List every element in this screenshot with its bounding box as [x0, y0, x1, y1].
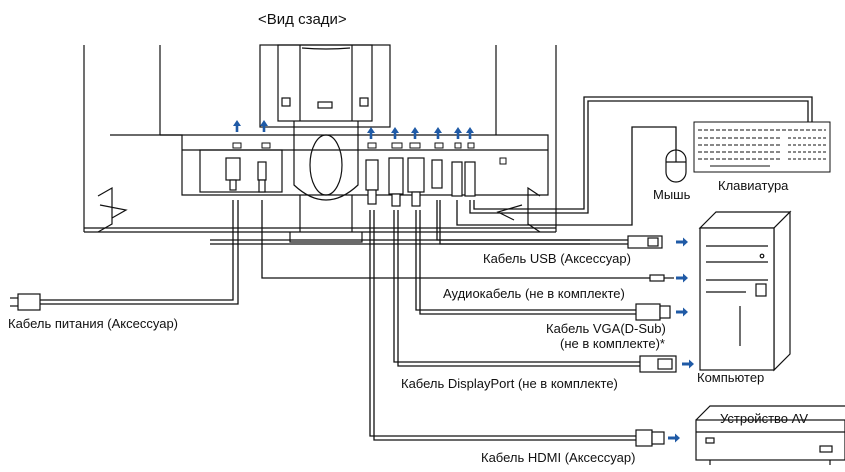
displayport-cable-label: Кабель DisplayPort (не в комплекте) [401, 376, 618, 391]
mouse-icon [665, 149, 687, 183]
keyboard-icon [693, 121, 831, 173]
monitor-rear [83, 45, 557, 233]
usb-cable-label: Кабель USB (Аксессуар) [483, 251, 631, 266]
power-cable-label: Кабель питания (Аксессуар) [8, 316, 179, 331]
up-arrow-icon [233, 120, 474, 139]
right-arrow-icon [668, 237, 694, 443]
vga-cable-label-line2: (не в комплекте)* [560, 336, 665, 351]
hdmi-cable-label: Кабель HDMI (Аксессуар) [481, 450, 636, 465]
plugged-connectors [225, 157, 476, 207]
computer-label: Компьютер [697, 370, 765, 385]
cables [40, 96, 813, 441]
vga-cable-label-line1: Кабель VGA(D-Sub) [546, 321, 666, 336]
cable-end-connectors [10, 235, 677, 447]
av-device-icon [695, 405, 845, 465]
monitor-stand [210, 44, 590, 245]
mouse-label: Мышь [653, 187, 691, 202]
port-icons [232, 142, 507, 165]
av-device-label: Устройство AV [720, 411, 808, 426]
audio-cable-label: Аудиокабель (не в комплекте) [443, 286, 625, 301]
keyboard-label: Клавиатура [718, 178, 789, 193]
computer-icon [698, 210, 792, 372]
page-title: <Вид сзади> [258, 11, 347, 28]
